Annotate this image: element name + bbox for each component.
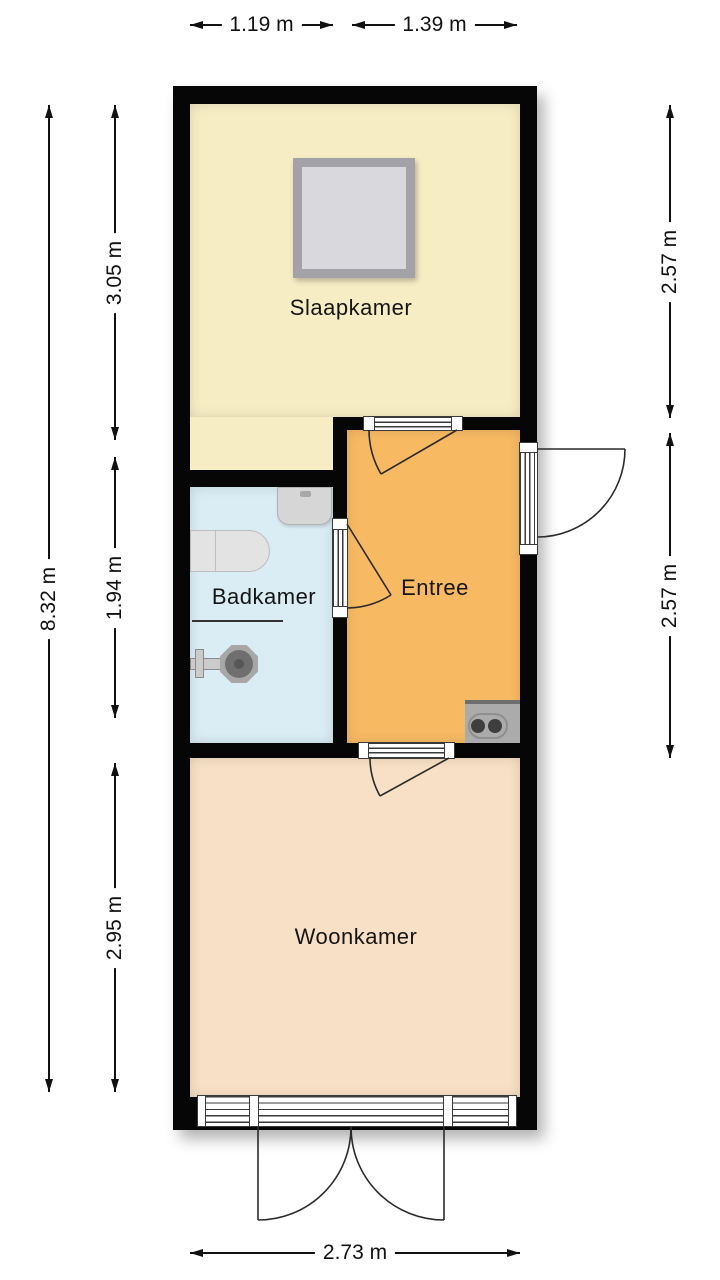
dimension-right-top: 2.57 m <box>656 105 684 418</box>
door-frame-badkamer-entree <box>332 518 348 618</box>
door-jamb <box>444 742 455 759</box>
window-band-bottom <box>197 1095 517 1127</box>
arrow-down-icon <box>665 405 674 418</box>
room-label-slaapkamer: Slaapkamer <box>289 295 413 320</box>
dimension-label: 2.57 m <box>656 555 684 636</box>
faucet-icon <box>300 491 311 497</box>
arrow-down-icon <box>110 427 119 440</box>
arrow-down-icon <box>665 745 674 758</box>
cooktop-outline <box>468 713 508 739</box>
arrow-up-icon <box>44 105 53 118</box>
dimension-label: 2.95 m <box>101 887 129 968</box>
arrow-left-icon <box>190 1248 203 1257</box>
dimension-slaapkamer-height: 3.05 m <box>101 105 129 440</box>
burner-icon <box>488 719 502 733</box>
window-mullion <box>249 1095 259 1127</box>
window-mullion <box>443 1095 453 1127</box>
toilet-icon <box>190 530 216 572</box>
room-woonkamer <box>190 758 520 1097</box>
door-frame-entree-woonkamer <box>358 742 455 759</box>
dimension-label: 1.94 m <box>101 547 129 628</box>
room-label-badkamer: Badkamer <box>211 584 317 609</box>
dimension-badkamer-height: 1.94 m <box>101 457 129 718</box>
shower-screen-line <box>192 620 283 622</box>
door-frame-slaapkamer-entree <box>363 416 463 431</box>
room-badkamer <box>190 487 333 743</box>
door-jamb <box>451 416 463 431</box>
dimension-label: 1.19 m <box>221 13 302 37</box>
door-jamb <box>332 518 348 530</box>
door-jamb <box>363 416 375 431</box>
floor-plan: Slaapkamer Badkamer Entree Woonkamer <box>173 86 538 1130</box>
arrow-right-icon <box>504 20 517 29</box>
room-label-woonkamer: Woonkamer <box>294 924 418 949</box>
dimension-label: 2.57 m <box>656 221 684 302</box>
washbasin-icon <box>277 487 332 525</box>
dimension-woonkamer-height: 2.95 m <box>101 763 129 1092</box>
room-slaapkamer-lower <box>190 417 333 470</box>
door-jamb <box>332 606 348 618</box>
arrow-down-icon <box>110 1079 119 1092</box>
cooktop-icon <box>465 700 520 743</box>
arrow-left-icon <box>190 20 203 29</box>
window-jamb <box>508 1095 517 1127</box>
dimension-total-height: 8.32 m <box>35 105 63 1092</box>
arrow-up-icon <box>110 763 119 776</box>
dimension-top-right: 1.39 m <box>352 12 517 38</box>
arrow-left-icon <box>352 20 365 29</box>
arrow-up-icon <box>665 105 674 118</box>
dimension-label: 1.39 m <box>394 13 475 37</box>
door-jamb <box>519 442 538 453</box>
arrow-right-icon <box>507 1248 520 1257</box>
dimension-bottom: 2.73 m <box>190 1240 520 1266</box>
front-door-frame <box>519 442 538 555</box>
shower-mixer-handle <box>195 649 204 678</box>
burner-icon <box>471 719 485 733</box>
door-jamb <box>358 742 369 759</box>
dimension-top-left: 1.19 m <box>190 12 333 38</box>
dimension-label: 8.32 m <box>35 558 63 639</box>
arrow-down-icon <box>44 1079 53 1092</box>
room-label-entree: Entree <box>401 575 469 600</box>
arrow-up-icon <box>110 105 119 118</box>
door-jamb <box>519 544 538 555</box>
arrow-down-icon <box>110 705 119 718</box>
window-jamb <box>197 1095 206 1127</box>
toilet-bowl-icon <box>216 530 270 572</box>
dimension-label: 2.73 m <box>314 1241 396 1265</box>
arrow-right-icon <box>320 20 333 29</box>
roof-window-icon <box>293 158 415 278</box>
dimension-label: 3.05 m <box>101 232 129 313</box>
dimension-right-middle: 2.57 m <box>656 433 684 758</box>
arrow-up-icon <box>110 457 119 470</box>
arrow-up-icon <box>665 433 674 446</box>
shower-head-center <box>234 659 244 669</box>
